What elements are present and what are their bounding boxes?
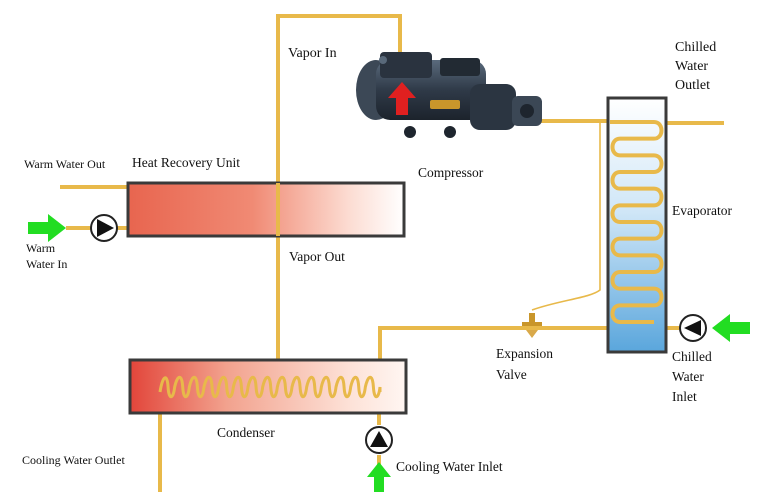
- cooling-water-inlet-label: Cooling Water Inlet: [396, 459, 503, 474]
- expansion-valve-label-2: Valve: [496, 367, 527, 382]
- warm-water-pump-icon: [90, 214, 118, 242]
- expansion-valve-label-1: Expansion: [496, 346, 553, 361]
- warm-water-in-label-1: Warm: [26, 241, 56, 255]
- chilled-water-pump-icon: [679, 314, 707, 342]
- liquid-line: [378, 326, 610, 360]
- warm-water-out-label: Warm Water Out: [24, 157, 106, 171]
- cooling-water-inlet-flow-arrow-icon: [367, 462, 391, 492]
- condenser-label: Condenser: [217, 425, 275, 440]
- chilled-water-inlet-label-3: Inlet: [672, 389, 697, 404]
- evaporator-coil: [610, 120, 664, 324]
- compressor-icon: [356, 52, 542, 138]
- chilled-water-outlet-label-2: Water: [675, 59, 709, 74]
- heat-recovery-unit-label: Heat Recovery Unit: [132, 155, 240, 170]
- compressor-flow-arrow-icon: [388, 82, 416, 115]
- warm-water-in-flow-arrow-icon: [28, 214, 66, 242]
- chilled-water-outlet-label-1: Chilled: [675, 40, 717, 55]
- chilled-water-outlet-label-3: Outlet: [675, 78, 710, 93]
- vapor-in-label: Vapor In: [288, 46, 337, 61]
- chilled-water-inlet-label-2: Water: [672, 369, 704, 384]
- vapor-out-label: Vapor Out: [289, 249, 345, 264]
- warm-water-in-label-2: Water In: [26, 257, 68, 271]
- condenser-coil: [158, 375, 382, 399]
- chilled-water-inlet-flow-arrow-icon: [712, 314, 750, 342]
- evaporator-label: Evaporator: [672, 203, 732, 218]
- compressor-label: Compressor: [418, 165, 484, 180]
- chilled-water-inlet-label-1: Chilled: [672, 349, 712, 364]
- heat-recovery-unit: [126, 181, 406, 238]
- cooling-water-pump-icon: [365, 426, 393, 454]
- capillary-line: [531, 120, 601, 311]
- expansion-valve-icon: [522, 313, 542, 338]
- cooling-water-outlet-label: Cooling Water Outlet: [22, 453, 125, 467]
